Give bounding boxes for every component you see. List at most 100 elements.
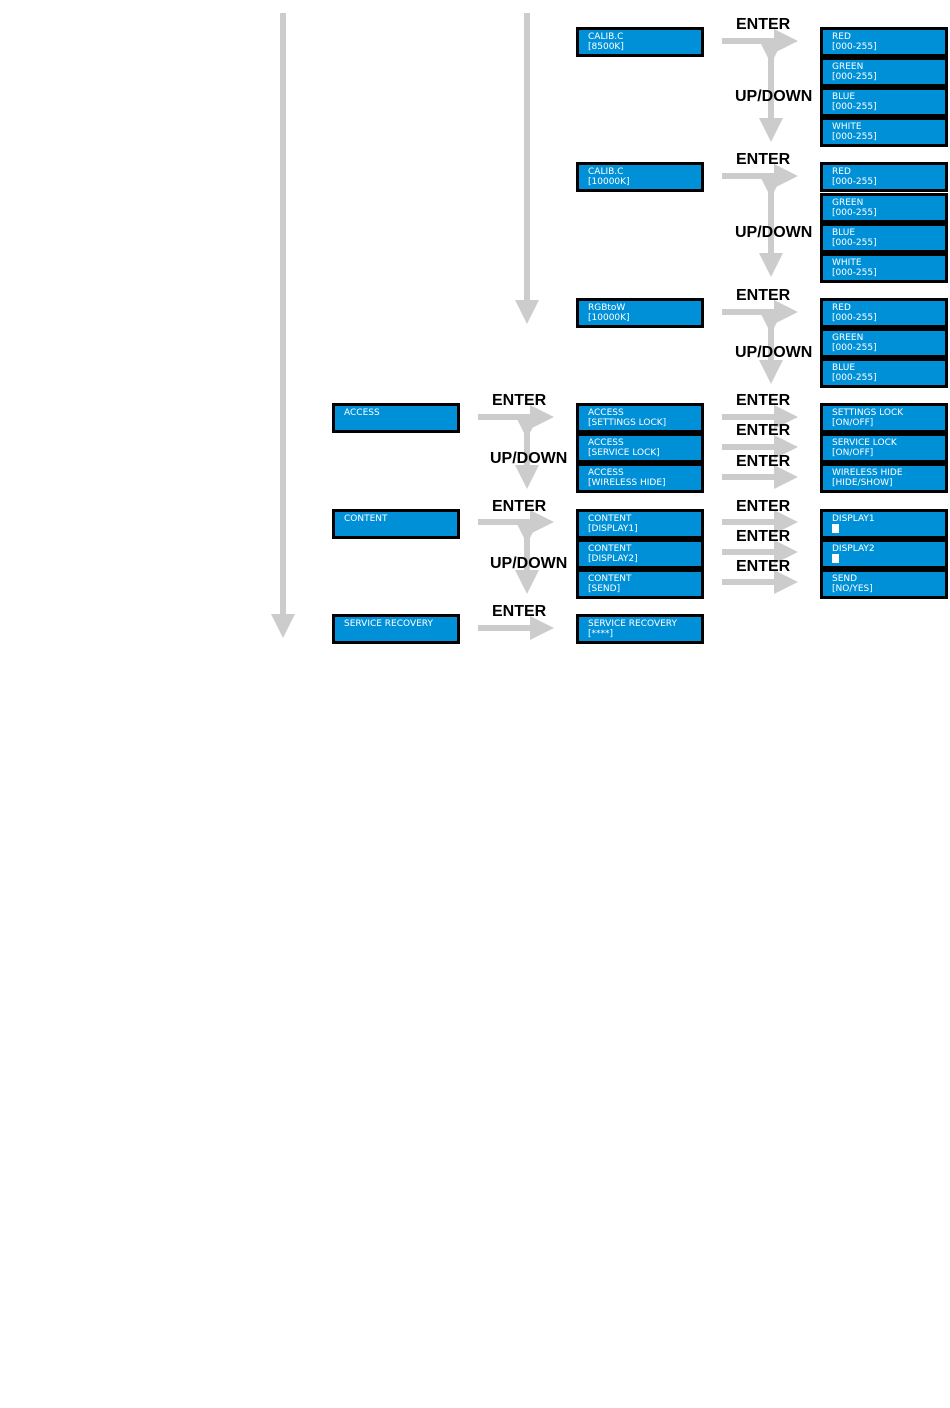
menu-box-line: [SERVICE LOCK] [588,448,660,458]
menu-box-line: [000-255] [832,177,877,187]
menu-box-line: [000-255] [832,208,877,218]
menu-box-service-lock: SERVICE LOCK[ON/OFF] [820,433,948,463]
menu-box-line: [000-255] [832,102,877,112]
menu-box-line: BLUE [832,92,856,102]
enter-label: ENTER [736,498,791,515]
menu-box-line: SEND [832,574,858,584]
menu-box-blue: BLUE[000-255] [820,358,948,388]
menu-box-line: RED [832,167,851,177]
enter-label: ENTER [736,151,791,168]
menu-box-line: GREEN [832,62,864,72]
menu-box-line: [DISPLAY1] [588,524,638,534]
menu-box-access-wireless: ACCESS[WIRELESS HIDE] [576,463,704,493]
menu-box-line: [000-255] [832,343,877,353]
menu-box-line: ACCESS [588,408,624,418]
cursor-block-icon [832,554,839,563]
enter-label: ENTER [736,453,791,470]
menu-box-line: [10000K] [588,313,630,323]
menu-box-line: ACCESS [588,438,624,448]
updown-label: UP/DOWN [490,450,568,467]
menu-box-access-service: ACCESS[SERVICE LOCK] [576,433,704,463]
menu-box-line: DISPLAY2 [832,544,875,554]
menu-box-line: [ON/OFF] [832,448,874,458]
menu-box-line: [SEND] [588,584,621,594]
menu-box-line: CALIB.C [588,32,624,42]
enter-label: ENTER [492,603,547,620]
menu-box-green: GREEN[000-255] [820,193,948,223]
menu-box-content-send: CONTENT[SEND] [576,569,704,599]
menu-box-line: SETTINGS LOCK [832,408,904,418]
menu-box-line: [000-255] [832,42,877,52]
menu-box-line: WHITE [832,258,862,268]
menu-box-line: ACCESS [344,408,380,418]
menu-box-calib-8500: CALIB.C[8500K] [576,27,704,57]
menu-box-line: SERVICE RECOVERY [588,619,677,629]
menu-box-line: [****] [588,629,614,639]
menu-box-line: CONTENT [588,514,632,524]
updown-label: UP/DOWN [735,344,813,361]
menu-box-line: RED [832,32,851,42]
menu-box-content-d1: CONTENT[DISPLAY1] [576,509,704,539]
menu-box-red: RED[000-255] [820,27,948,57]
menu-box-rgbtow: RGBtoW[10000K] [576,298,704,328]
updown-label: UP/DOWN [735,224,813,241]
menu-box-line: [ON/OFF] [832,418,874,428]
menu-box-content-d2: CONTENT[DISPLAY2] [576,539,704,569]
menu-box-line: [WIRELESS HIDE] [588,478,666,488]
menu-box-white: WHITE[000-255] [820,253,948,283]
menu-box-wireless-hide: WIRELESS HIDE[HIDE/SHOW] [820,463,948,493]
menu-box-settings-lock: SETTINGS LOCK[ON/OFF] [820,403,948,433]
menu-box-line: [8500K] [588,42,624,52]
menu-box-line: [DISPLAY2] [588,554,638,564]
enter-label: ENTER [736,528,791,545]
updown-label: UP/DOWN [490,555,568,572]
menu-box-service-recovery: SERVICE RECOVERY [332,614,460,644]
menu-box-content: CONTENT [332,509,460,539]
menu-box-line: WHITE [832,122,862,132]
menu-box-line: [000-255] [832,132,877,142]
menu-box-green: GREEN[000-255] [820,328,948,358]
menu-box-line: [000-255] [832,373,877,383]
menu-box-line: CONTENT [344,514,388,524]
menu-box-line: SERVICE RECOVERY [344,619,433,629]
menu-box-line: RED [832,303,851,313]
enter-label: ENTER [492,392,547,409]
menu-box-line: CALIB.C [588,167,624,177]
menu-box-blue: BLUE[000-255] [820,87,948,117]
menu-box-send: SEND[NO/YES] [820,569,948,599]
menu-box-line: GREEN [832,198,864,208]
menu-box-line: BLUE [832,363,856,373]
menu-box-line: [SETTINGS LOCK] [588,418,667,428]
menu-box-access-settings: ACCESS[SETTINGS LOCK] [576,403,704,433]
enter-label: ENTER [736,422,791,439]
menu-box-line: ACCESS [588,468,624,478]
menu-box-line: RGBtoW [588,303,626,313]
menu-box-service-recovery-code: SERVICE RECOVERY[****] [576,614,704,644]
cursor-block-icon [832,524,839,533]
menu-box-red: RED[000-255] [820,298,948,328]
menu-box-access: ACCESS [332,403,460,433]
menu-box-line: [000-255] [832,238,877,248]
menu-box-display1: DISPLAY1 [820,509,948,539]
menu-box-blue: BLUE[000-255] [820,223,948,253]
menu-box-line: SERVICE LOCK [832,438,897,448]
menu-box-red: RED[000-255] [820,162,948,192]
enter-label: ENTER [492,498,547,515]
menu-box-line: CONTENT [588,574,632,584]
menu-box-line: [000-255] [832,72,877,82]
menu-box-line: CONTENT [588,544,632,554]
menu-box-line: [10000K] [588,177,630,187]
enter-label: ENTER [736,287,791,304]
menu-box-white: WHITE[000-255] [820,117,948,147]
menu-box-line: [000-255] [832,268,877,278]
menu-box-display2: DISPLAY2 [820,539,948,569]
menu-box-calib-10000: CALIB.C[10000K] [576,162,704,192]
menu-box-line: BLUE [832,228,856,238]
updown-label: UP/DOWN [735,88,813,105]
menu-box-line: [000-255] [832,313,877,323]
enter-label: ENTER [736,16,791,33]
enter-label: ENTER [736,392,791,409]
menu-box-line: GREEN [832,333,864,343]
menu-box-line: [NO/YES] [832,584,873,594]
